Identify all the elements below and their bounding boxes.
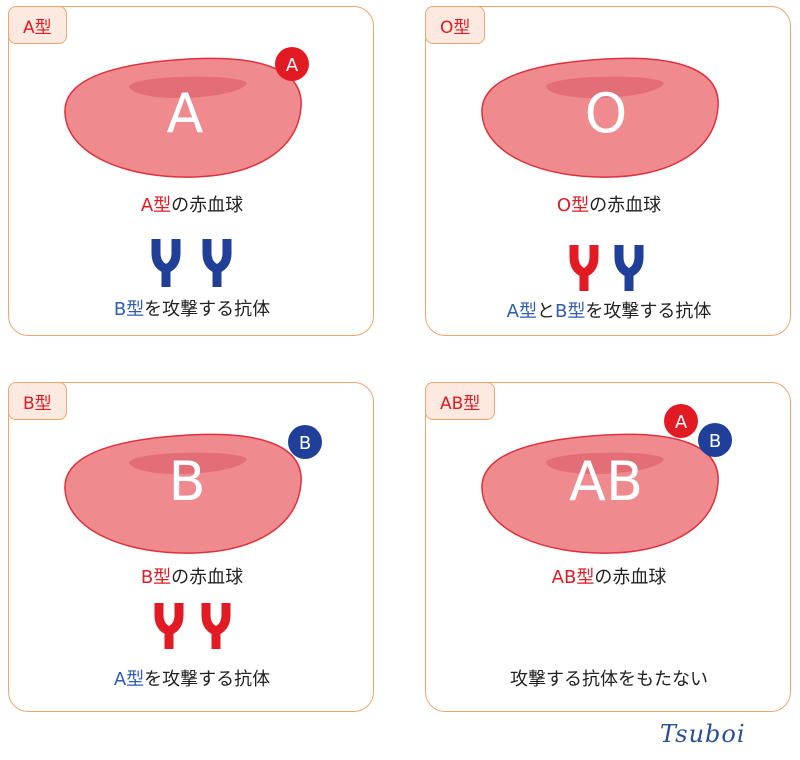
antibody-caption: 攻撃する抗体をもたない bbox=[510, 669, 708, 690]
rbc-caption: O型の赤血球 bbox=[556, 195, 662, 216]
antibody-caption: A型を攻撃する抗体 bbox=[113, 669, 271, 690]
blood-type-card-b: B型 B B B型の赤血球 A型を攻撃する抗体 bbox=[8, 382, 374, 712]
antibody-icon bbox=[569, 245, 599, 291]
antibody-caption: B型を攻撃する抗体 bbox=[113, 299, 271, 320]
card-tag: AB型 bbox=[425, 382, 496, 420]
card-tag: O型 bbox=[425, 6, 486, 44]
antibody-icon bbox=[154, 603, 184, 649]
antibody-icons bbox=[151, 239, 232, 287]
blood-type-card-ab: AB型 AB A B AB型の赤血球 攻撃する抗体をもたない bbox=[425, 382, 791, 712]
cell-letter: A bbox=[167, 82, 204, 145]
antigen-marker-b: B bbox=[698, 423, 732, 457]
antibody-icon bbox=[202, 239, 232, 287]
red-blood-cell: A A bbox=[64, 47, 309, 287]
antigen-label: A bbox=[286, 55, 299, 76]
rbc-caption: AB型の赤血球 bbox=[551, 567, 667, 588]
antigen-label: A bbox=[675, 412, 688, 433]
red-blood-cell: AB A B bbox=[481, 404, 732, 554]
red-blood-cell: B B bbox=[64, 425, 322, 649]
cell-letter: AB bbox=[569, 450, 643, 513]
antigen-label: B bbox=[709, 431, 721, 452]
antibody-icons bbox=[569, 245, 644, 291]
card-tag: A型 bbox=[8, 6, 67, 44]
antibody-icon bbox=[151, 239, 181, 287]
card-tag: B型 bbox=[8, 382, 67, 420]
author-signature: Tsuboi bbox=[660, 720, 746, 748]
cell-letter: B bbox=[168, 450, 205, 513]
antibody-caption: A型とB型を攻撃する抗体 bbox=[506, 301, 712, 322]
antigen-marker-a: A bbox=[275, 47, 309, 81]
cell-letter: O bbox=[585, 82, 628, 145]
antigen-marker-b: B bbox=[288, 425, 322, 459]
red-blood-cell: O bbox=[481, 57, 719, 291]
blood-type-card-a: A型 A A A型の赤血球 B型を攻撃する抗体 bbox=[8, 6, 374, 336]
rbc-caption: B型の赤血球 bbox=[140, 567, 244, 588]
blood-type-card-o: O型 O O型の赤血球 A型とB型を攻撃する抗体 bbox=[425, 6, 791, 336]
antibody-icon bbox=[201, 603, 231, 649]
antibody-icons bbox=[154, 603, 231, 649]
antigen-marker-a: A bbox=[664, 404, 698, 438]
antibody-icon bbox=[614, 245, 644, 291]
rbc-caption: A型の赤血球 bbox=[140, 195, 244, 216]
antigen-label: B bbox=[299, 433, 311, 454]
